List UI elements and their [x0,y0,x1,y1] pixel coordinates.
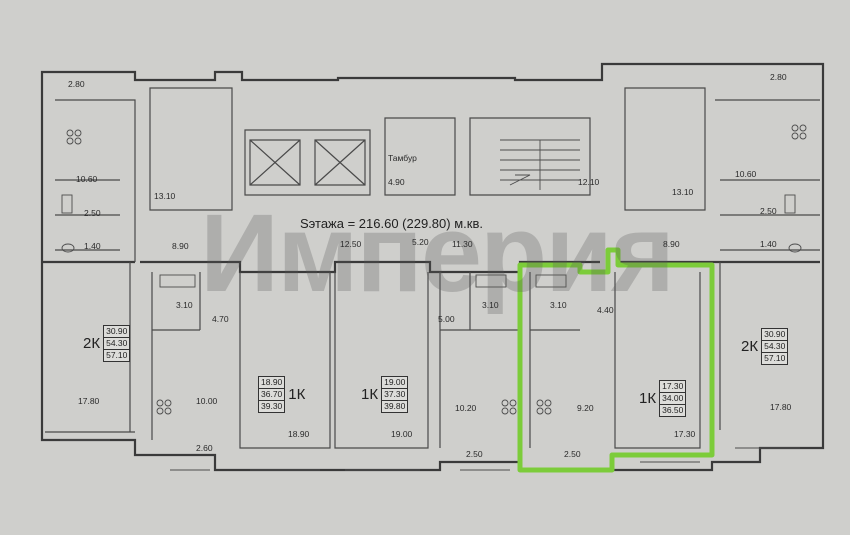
area-label: 10.20 [455,403,477,413]
area-label: 2.50 [84,208,101,218]
stairs [500,139,580,190]
living-area: 30.90 [762,329,788,341]
area-label: 2.50 [760,206,777,216]
total-area-with-balcony: 39.80 [384,401,406,411]
apartment-info: 1К 18.90 36.70 39.30 [258,376,308,413]
apartment-info: 2К 30.90 54.30 57.10 [80,325,131,362]
living-area: 18.90 [259,377,285,389]
area-label: 10.60 [76,174,98,184]
area-label: 8.90 [663,239,680,249]
area-label: 2.50 [466,449,483,459]
area-label: 2.80 [68,79,85,89]
area-label: 12.50 [340,239,362,249]
room-label-tambur: Тамбур [388,153,417,163]
apartment-areas: 30.90 54.30 57.10 [761,328,789,365]
highlighted-apartment-outline [517,247,715,473]
apartment-info-highlighted: 1К 17.30 34.00 36.50 [636,380,687,417]
apartment-areas: 17.30 34.00 36.50 [659,380,687,417]
area-label: 3.10 [482,300,499,310]
area-label: 19.00 [391,429,413,439]
area-label: 10.60 [735,169,757,179]
area-label: 2.80 [770,72,787,82]
floor-area-summary: Sэтажа = 216.60 (229.80) м.кв. [300,216,483,231]
total-area-with-balcony: 36.50 [662,405,684,415]
area-label: 13.10 [672,187,694,197]
apartment-areas: 30.90 54.30 57.10 [103,325,131,362]
area-label: 9.20 [577,403,594,413]
area-label: 8.90 [172,241,189,251]
total-area: 37.30 [382,389,408,401]
total-area-with-balcony: 57.10 [106,350,128,360]
flat-wall [151,272,701,449]
apartment-type: 2К [83,335,101,352]
living-area: 30.90 [104,326,130,338]
area-label: 3.10 [176,300,193,310]
watermark: Империя [200,192,675,315]
apartment-info: 1К 19.00 37.30 39.80 [358,376,409,413]
total-area: 54.30 [104,338,130,350]
area-label: 2.60 [196,443,213,453]
area-label: 4.90 [388,177,405,187]
area-label: 18.90 [288,429,310,439]
total-area: 34.00 [660,393,686,405]
area-label: 1.40 [760,239,777,249]
apartment-areas: 19.00 37.30 39.80 [381,376,409,413]
apartment-type: 1К [639,390,657,407]
area-label: 3.10 [550,300,567,310]
area-label: 2.50 [564,449,581,459]
area-label: 4.70 [212,314,229,324]
total-area: 36.70 [259,389,285,401]
area-label: 17.80 [78,396,100,406]
outer-wall [40,62,825,472]
area-label: 13.10 [154,191,176,201]
apartment-type: 1К [288,386,306,403]
area-label: 17.80 [770,402,792,412]
total-area-with-balcony: 39.30 [261,401,283,411]
area-label: 17.30 [674,429,696,439]
area-label: 4.40 [597,305,614,315]
living-area: 19.00 [382,377,408,389]
area-label: 5.00 [438,314,455,324]
area-label: 12.10 [578,177,600,187]
total-area: 54.30 [762,341,788,353]
total-area-with-balcony: 57.10 [764,353,786,363]
area-label: 10.00 [196,396,218,406]
living-area: 17.30 [660,381,686,393]
flat-wall [45,87,233,433]
apartment-type: 1К [361,386,379,403]
flat-wall [624,87,820,430]
fixtures [61,124,807,415]
area-label: 1.40 [84,241,101,251]
apartment-info: 2К 30.90 54.30 57.10 [738,328,789,365]
core-wall [244,117,591,196]
apartment-areas: 18.90 36.70 39.30 [258,376,286,413]
area-label: 11.30 [452,239,473,249]
area-label: 5.20 [412,237,429,247]
apartment-type: 2К [741,338,759,355]
